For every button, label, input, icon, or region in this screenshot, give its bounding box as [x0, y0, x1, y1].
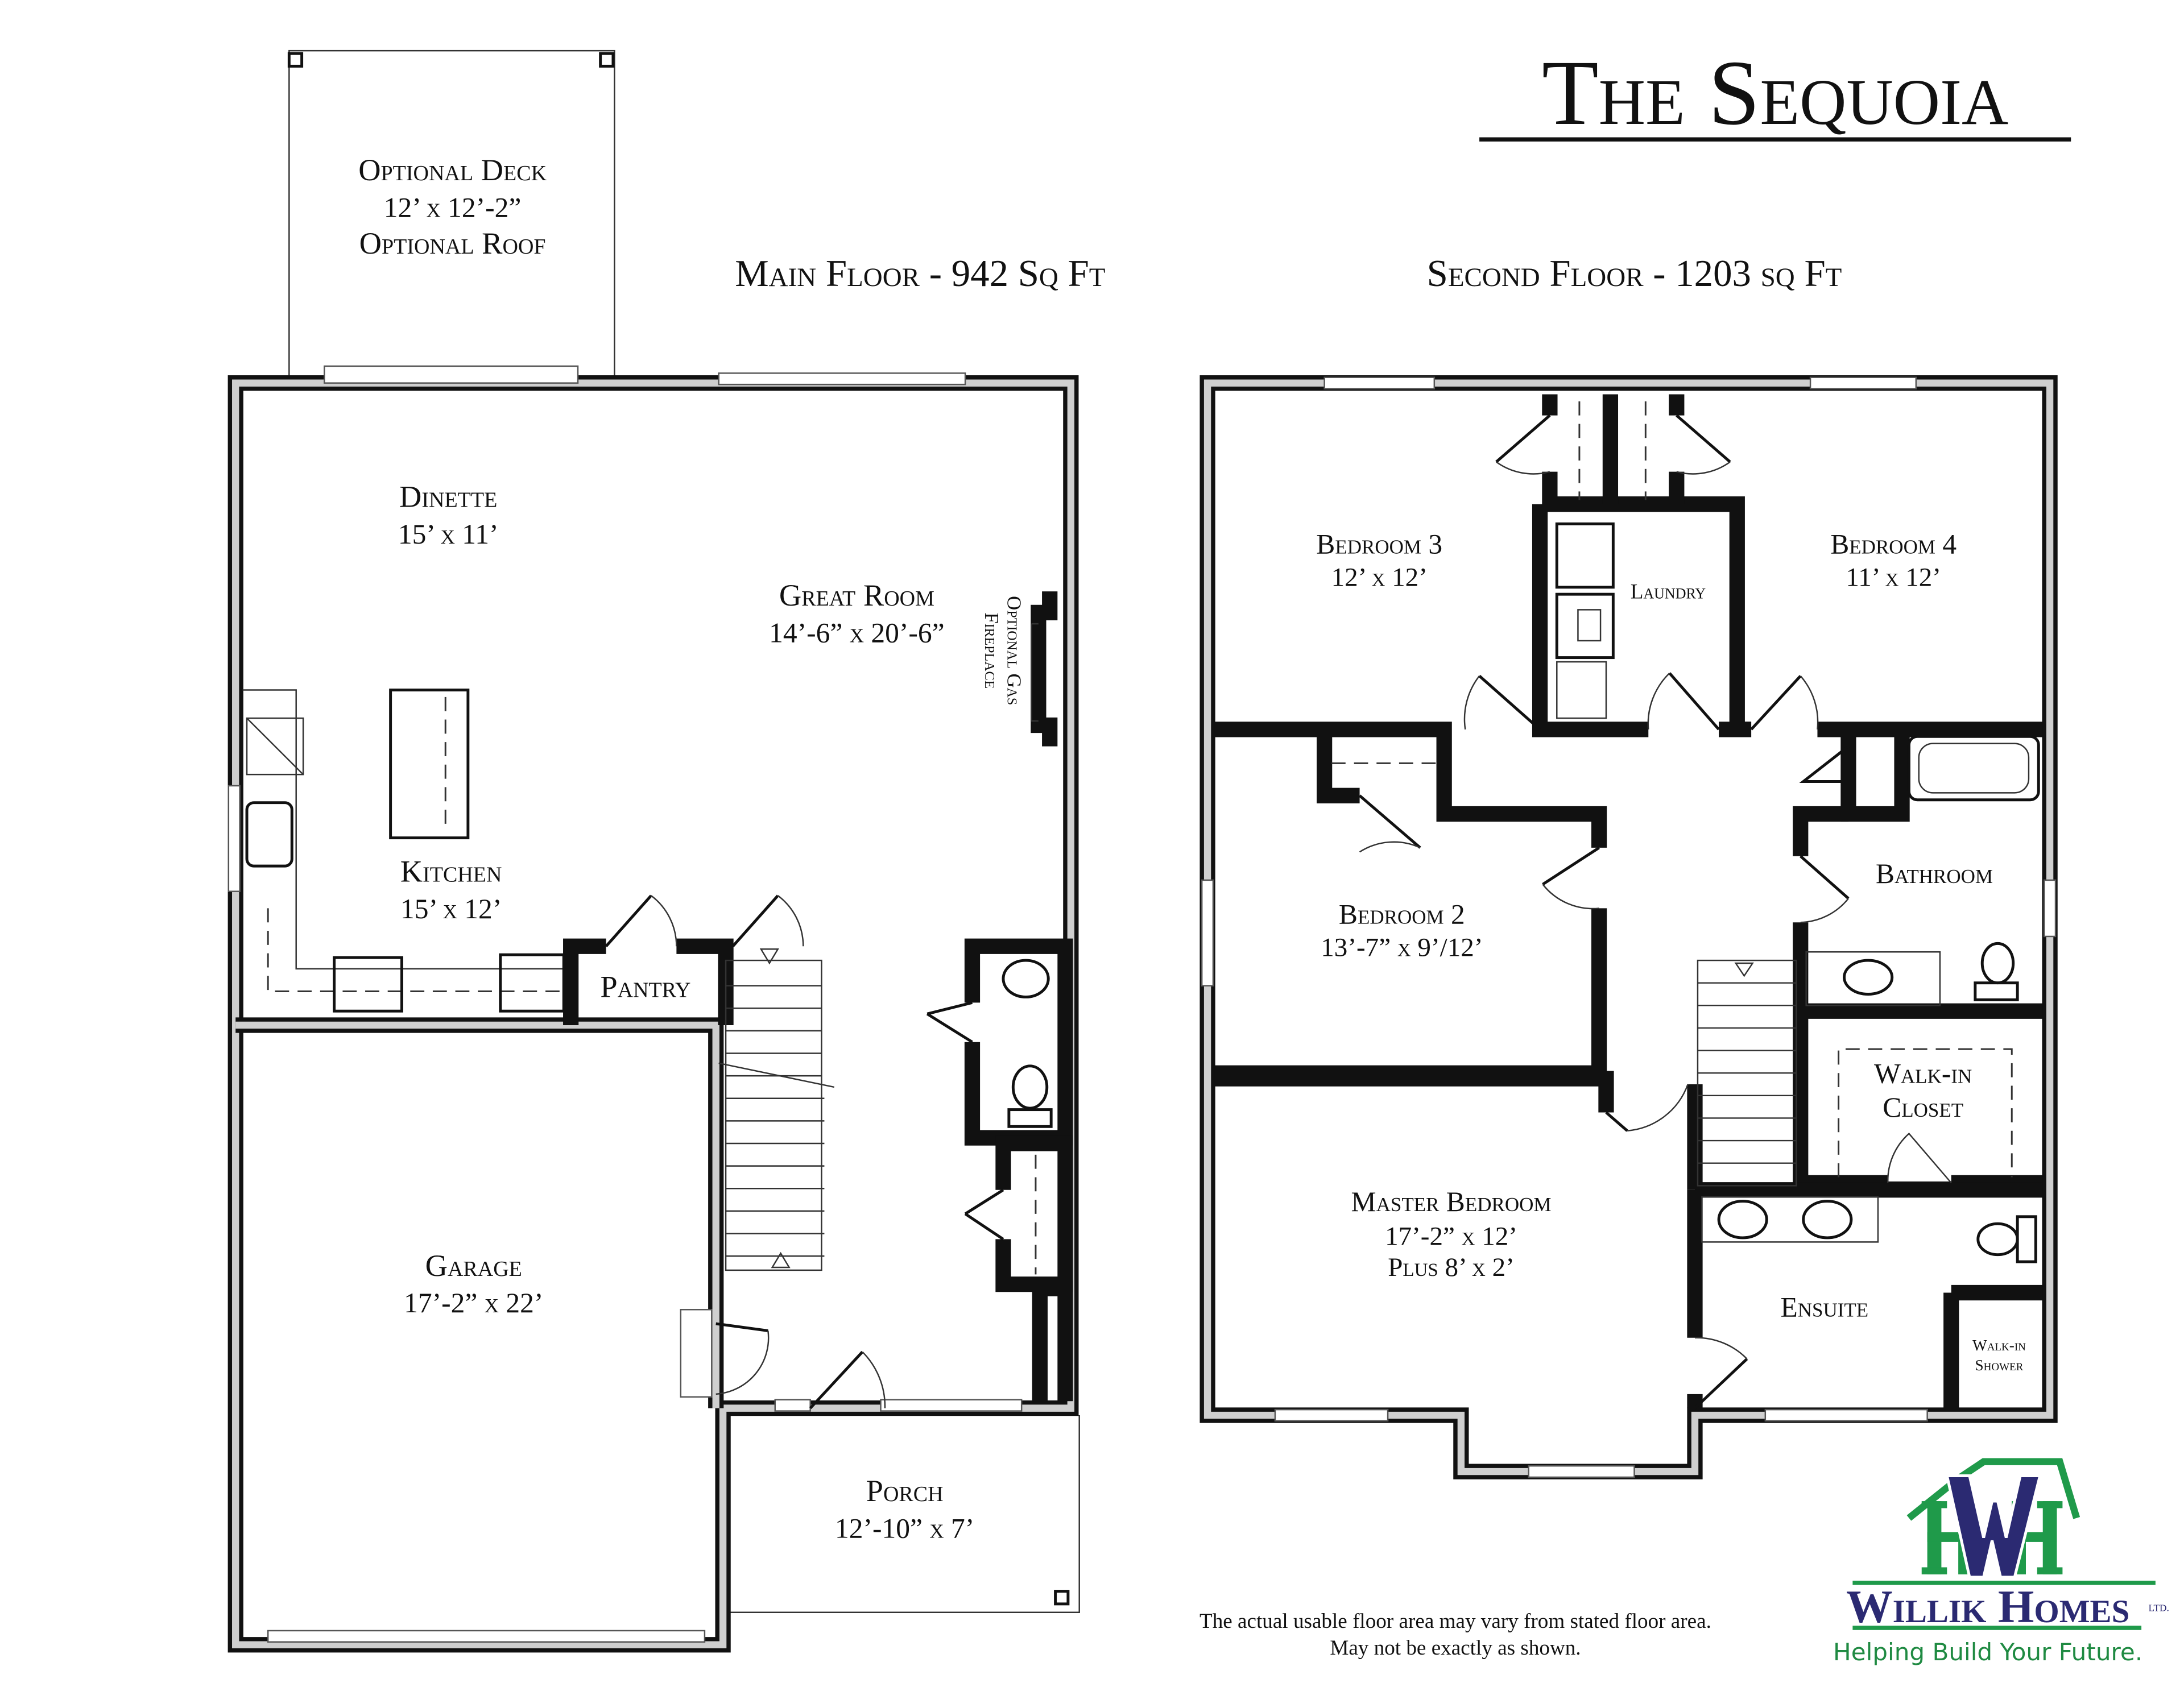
bedroom4-size: 11’ x 12’: [1846, 562, 1941, 592]
ensuite-label: Ensuite: [1781, 1292, 1869, 1323]
main-floor-heading: Main Floor - 942 Sq Ft: [735, 252, 1105, 295]
porch-label: Porch: [866, 1473, 944, 1508]
main-floor-labels: Optional Deck 12’ x 12’-2” Optional Roof…: [358, 152, 1024, 1544]
kitchen-size: 15’ x 12’: [400, 893, 502, 925]
laundry-label: Laundry: [1631, 581, 1706, 604]
shower-label-2: Shower: [1975, 1357, 2024, 1374]
disclaimer-line-1: The actual usable floor area may vary fr…: [1199, 1610, 1711, 1633]
master-bedroom-label: Master Bedroom: [1351, 1186, 1552, 1217]
bedroom4-label: Bedroom 4: [1830, 528, 1956, 559]
disclaimer-line-2: May not be exactly as shown.: [1330, 1636, 1581, 1660]
deck-roof-label: Optional Roof: [359, 226, 546, 260]
second-floor-heading: Second Floor - 1203 sq Ft: [1427, 252, 1842, 295]
plan-title: The Sequoia: [1542, 42, 2008, 144]
bathroom-label: Bathroom: [1876, 858, 1993, 889]
kitchen-sink: [245, 801, 293, 868]
logo-monogram-icon: [1921, 1474, 2063, 1579]
master-bedroom-extra: Plus 8’ x 2’: [1388, 1253, 1515, 1282]
second-staircase: [1697, 959, 1797, 1187]
fireplace-label-2: Fireplace: [981, 612, 1002, 689]
logo-company-name: Willik Homes: [1846, 1581, 2129, 1632]
bathtub: [1907, 735, 2040, 802]
dinette-label: Dinette: [399, 479, 497, 514]
pantry-label: Pantry: [600, 969, 690, 1004]
bedroom2-size: 13’-7” x 9’/12’: [1321, 933, 1483, 963]
logo-roof-icon: [1906, 1458, 2080, 1521]
walkin-closet-label-1: Walk-in: [1874, 1058, 1972, 1089]
shower-label-1: Walk-in: [1972, 1337, 2026, 1354]
second-floor-walls: [1199, 375, 2058, 1479]
master-bedroom-size: 17’-2” x 12’: [1385, 1221, 1517, 1251]
second-floor-plan: [1199, 375, 2058, 1479]
porch-size: 12’-10” x 7’: [835, 1512, 974, 1544]
fireplace-label-1: Optional Gas: [1003, 596, 1024, 705]
bedroom3-size: 12’ x 12’: [1331, 562, 1428, 592]
main-floor-plan: [228, 49, 1080, 1653]
deck-size: 12’ x 12’-2”: [384, 192, 522, 223]
great-room-label: Great Room: [779, 578, 934, 612]
deck-label: Optional Deck: [358, 152, 547, 187]
bedroom2-label: Bedroom 2: [1339, 899, 1465, 930]
bedroom3-label: Bedroom 3: [1316, 528, 1442, 559]
second-floor-labels: Bedroom 3 12’ x 12’ Bedroom 4 11’ x 12’ …: [1316, 528, 2026, 1373]
garage-label: Garage: [425, 1248, 522, 1283]
main-staircase: [718, 948, 835, 1271]
great-room-size: 14’-6” x 20’-6”: [769, 617, 945, 648]
logo-ltd: LTD.: [2148, 1602, 2169, 1613]
willik-homes-logo: Willik Homes LTD. Helping Build Your Fut…: [1833, 1458, 2169, 1666]
kitchen-label: Kitchen: [400, 853, 502, 888]
main-floor-walls: [228, 375, 1079, 1653]
kitchen-island: [389, 689, 470, 840]
logo-tagline: Helping Build Your Future.: [1833, 1638, 2142, 1666]
garage-size: 17’-2” x 22’: [404, 1287, 543, 1319]
walkin-closet-label-2: Closet: [1883, 1092, 1963, 1123]
dinette-size: 15’ x 11’: [398, 519, 499, 550]
